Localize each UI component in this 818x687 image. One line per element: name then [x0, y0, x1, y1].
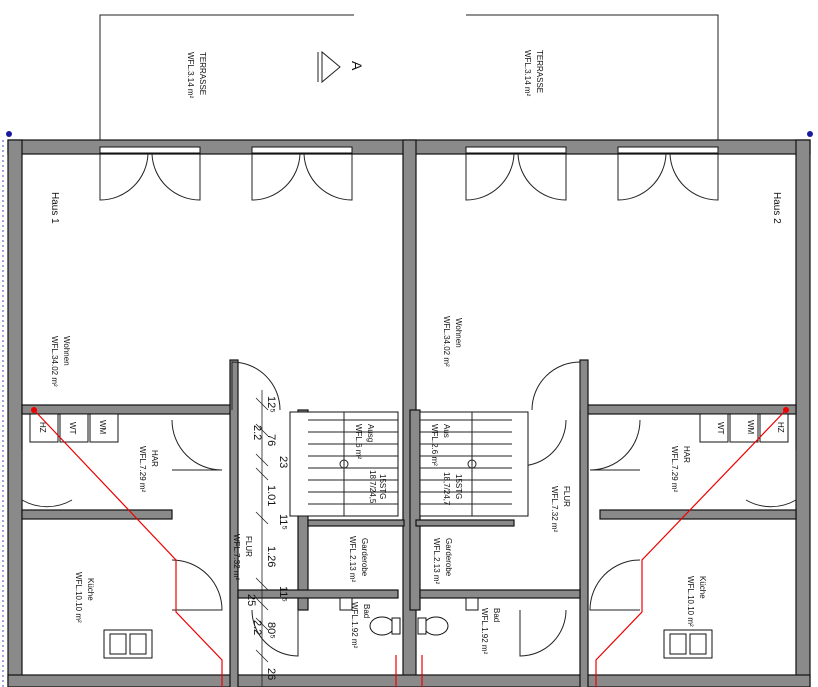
haus2-wohnen-area: WFL.34.02 m²: [442, 316, 451, 367]
haus2-bad-area: WFL.1.92 m²: [480, 608, 489, 655]
haus2-har-area: WFL.7.29 m²: [670, 446, 679, 493]
sink-left: [103, 629, 153, 659]
terrace-left-area: WFL.3.14 m²: [186, 52, 195, 99]
dim-4: 23: [277, 456, 289, 468]
stair-left: [289, 411, 399, 517]
washbasin-left: [339, 597, 353, 611]
dim-12: 26: [265, 668, 277, 680]
equipment-left-3: WM: [98, 420, 107, 435]
haus1-stair-area: WFL.6 m²: [354, 424, 363, 459]
equipment-left-1: HZ: [38, 422, 47, 433]
terrace-doors-left: [99, 153, 353, 201]
haus2-garderobe-name: Garderobe: [444, 538, 453, 577]
haus1-bad-name: Bad: [362, 604, 371, 618]
equipment-right-3: WT: [716, 422, 725, 435]
terrace-doors-right: [465, 153, 719, 201]
haus1-har-name: HAR: [150, 450, 159, 467]
dim-11: 80⁵: [265, 622, 277, 639]
heating-lines: [31, 407, 789, 687]
haus2-bad-name: Bad: [492, 608, 501, 622]
equipment-left: [29, 413, 119, 443]
outer-walls: [7, 139, 811, 687]
equipment-left-2: WT: [68, 422, 77, 435]
sink-right: [663, 629, 713, 659]
dim-6: 11⁵: [277, 514, 289, 530]
haus2-garderobe-area: WFL.2.13 m²: [432, 538, 441, 585]
section-marker-label: A: [349, 61, 365, 71]
toilet-right: [417, 616, 449, 636]
haus2-kueche-name: Küche: [698, 576, 707, 599]
washbasin-right: [465, 597, 479, 611]
haus1-bad-area: WFL.1.92 m²: [350, 602, 359, 649]
haus1-stair-rise: 18,7/24,5: [368, 470, 377, 504]
dimension-chain: [255, 390, 269, 687]
dim-1: 12⁵: [265, 396, 277, 413]
stair-right: [419, 411, 529, 517]
dim-10: 2.2: [251, 620, 263, 635]
dim-2: 2.2: [251, 425, 263, 440]
haus1-kueche-area: WFL.10.10 m²: [74, 572, 83, 623]
equipment-right: [699, 413, 789, 443]
haus2-flur-name: FLUR: [562, 486, 571, 507]
terrace-left-name: TERRASSE: [198, 52, 207, 95]
section-marker: A: [317, 50, 365, 84]
haus1-stair-steps: 15STG: [378, 474, 387, 499]
haus1-har-area: WFL.7.29 m²: [138, 446, 147, 493]
haus2-label: Haus 2: [771, 192, 782, 224]
top-windows: [99, 146, 719, 154]
haus1-stair-name: Ausg: [366, 424, 375, 442]
equipment-right-1: HZ: [776, 422, 785, 433]
haus2-har-name: HAR: [682, 446, 691, 463]
haus1-flur-area: WFL.7.32 m²: [232, 534, 241, 581]
haus2-flur-area: WFL.7.32 m²: [550, 486, 559, 533]
terrace-left: [99, 14, 354, 150]
haus2-stair-area: WFL.2.6 m²: [430, 424, 439, 466]
reference-marker-left: [6, 131, 12, 137]
haus1-wohnen-name: Wohnen: [62, 336, 71, 366]
dim-8: 11⁵: [277, 586, 289, 602]
haus2-wohnen-name: Wohnen: [454, 318, 463, 348]
haus2-kueche-area: WFL.10.10 m²: [686, 576, 695, 627]
haus1-garderobe-name: Garderobe: [360, 538, 369, 577]
reference-marker-right: [807, 131, 813, 137]
terrace-right-name: TERRASSE: [535, 50, 544, 93]
terrace-right: [466, 14, 719, 150]
haus2-stair-name: Aus: [442, 424, 451, 438]
haus1-wohnen-area: WFL.34.02 m²: [50, 336, 59, 387]
dim-3: 76: [265, 434, 277, 446]
haus2-stair-steps: 15STG: [454, 474, 463, 499]
haus1-flur-name: FLUR: [244, 536, 253, 557]
toilet-left: [369, 616, 401, 636]
haus1-garderobe-area: WFL.2.13 m²: [348, 536, 357, 583]
haus2-stair-rise: 18,7/24,7: [442, 472, 451, 506]
dim-9: 25: [245, 594, 257, 606]
equipment-right-2: WM: [746, 420, 755, 435]
haus1-label: Haus 1: [49, 192, 60, 224]
haus1-kueche-name: Küche: [86, 578, 95, 601]
dim-5: 1.01: [265, 485, 277, 506]
dim-7: 1.26: [265, 546, 277, 567]
terrace-right-area: WFL.3.14 m²: [523, 50, 532, 97]
